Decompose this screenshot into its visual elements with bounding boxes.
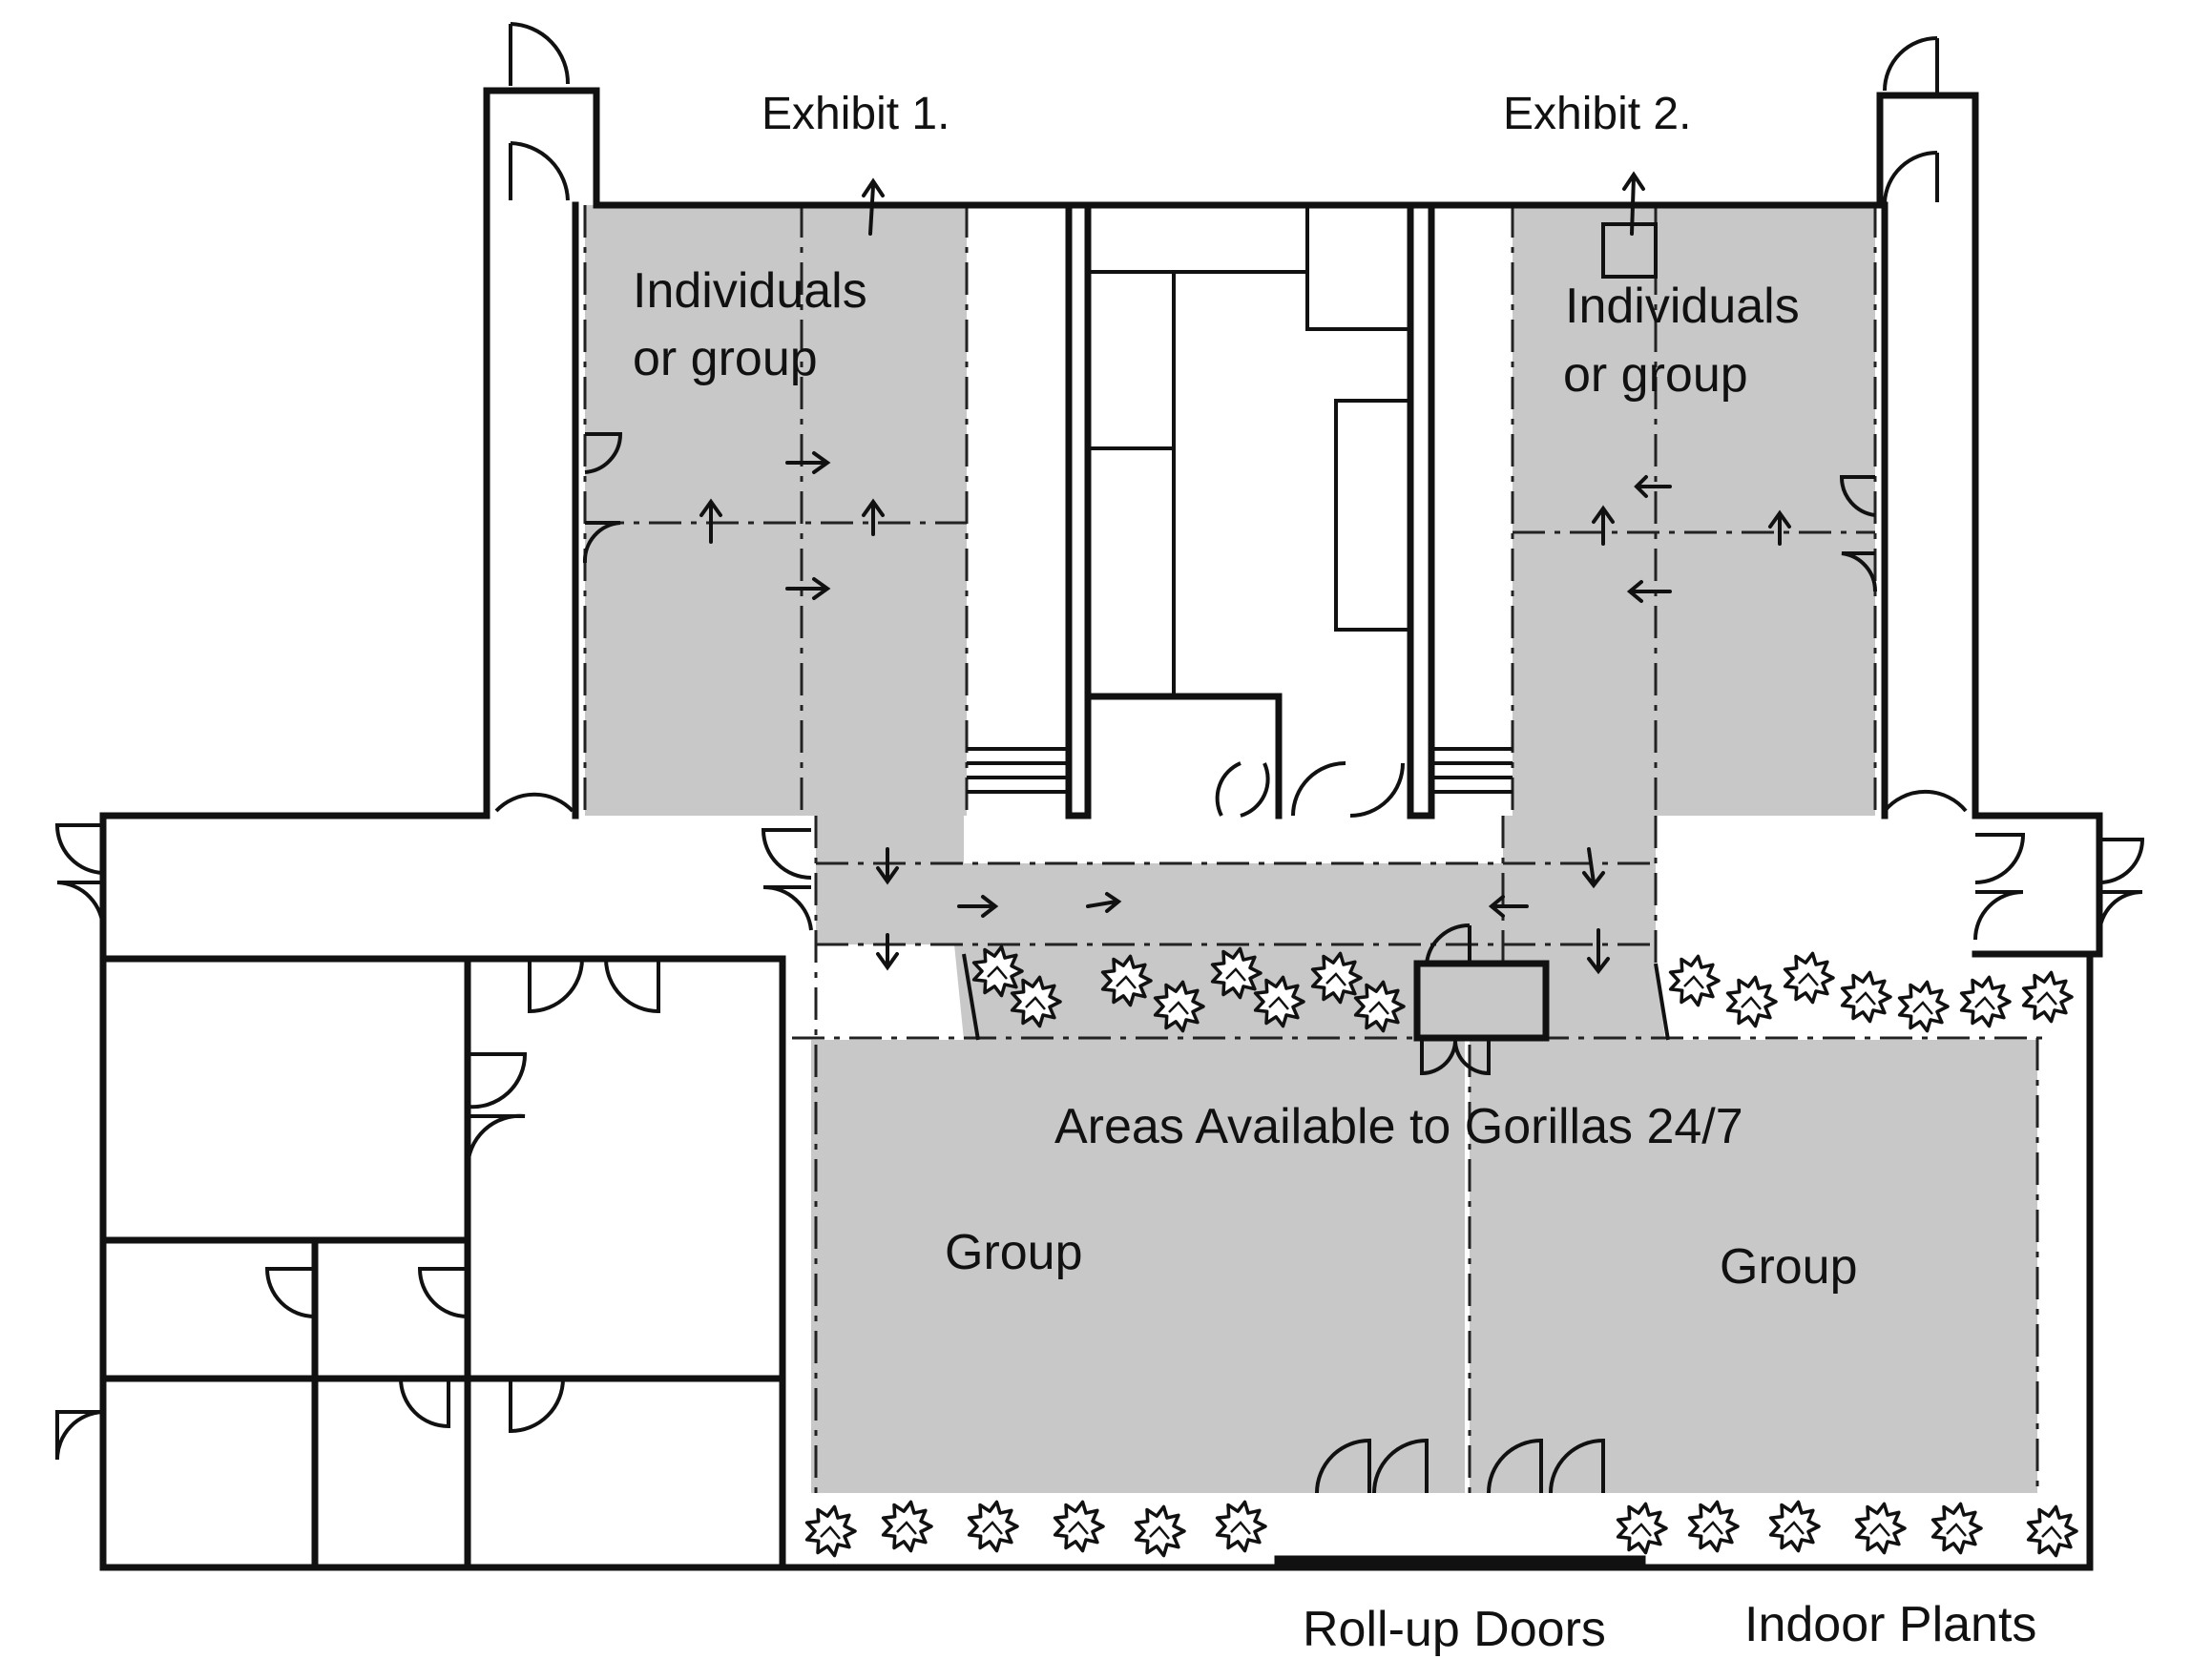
exhibit2-label: Exhibit 2. (1503, 89, 1691, 139)
plant-icon (1210, 946, 1262, 1000)
plant-vein (1869, 1523, 1890, 1537)
plant-icon (1215, 1500, 1267, 1553)
plant-icon (1153, 980, 1205, 1033)
plant-icon (1100, 954, 1153, 1007)
plant-icon (881, 1500, 933, 1553)
plant-vein (1741, 996, 1762, 1010)
exhibit2-individuals-line2: or group (1563, 347, 1748, 403)
exhibit2-individuals-line1: Individuals (1565, 279, 1800, 334)
plant-vein (987, 965, 1008, 980)
indoor-plants-label: Indoor Plants (1744, 1597, 2036, 1652)
plant-vein (1784, 1521, 1805, 1535)
plant-vein (2036, 991, 2057, 1006)
plant-icon (1854, 1502, 1907, 1555)
plant-icon (971, 944, 1024, 998)
plant-icon (1353, 980, 1406, 1033)
areas-available-label: Areas Available to Gorillas 24/7 (1054, 1099, 1743, 1154)
group-right-label: Group (1720, 1239, 1858, 1295)
plant-icon (1687, 1500, 1740, 1553)
plant-vein (1974, 996, 1995, 1010)
plant-vein (1798, 972, 1819, 986)
plant-vein (1702, 1521, 1723, 1535)
plant-vein (1068, 1521, 1089, 1535)
plant-icon (1840, 970, 1892, 1024)
plant-icon (967, 1500, 1019, 1553)
group-left-area (811, 1040, 1465, 1493)
labels: Exhibit 1. Exhibit 2. Individuals or gro… (633, 89, 2036, 1657)
plant-vein (2041, 1525, 2062, 1540)
exhibit1-individuals-line2: or group (633, 331, 818, 386)
plant-vein (896, 1521, 917, 1535)
plant-vein (982, 1521, 1003, 1535)
plant-vein (1268, 996, 1289, 1010)
exhibit1-individuals-line1: Individuals (633, 263, 867, 319)
plant-icon (804, 944, 2078, 1558)
plant-icon (1930, 1502, 1983, 1555)
plant-vein (1912, 1001, 1933, 1015)
plant-vein (1116, 975, 1137, 989)
plant-vein (1149, 1525, 1170, 1540)
exhibit1-area (585, 205, 967, 816)
plant-icon (1725, 975, 1778, 1028)
plant-icon (1616, 1502, 1668, 1555)
plant-icon (1897, 980, 1950, 1033)
gorilla-areas (585, 205, 2037, 1493)
plant-vein (1225, 967, 1246, 982)
plant-icon (2021, 970, 2074, 1024)
exhibit2-area (1513, 205, 1875, 816)
plant-vein (1855, 991, 1876, 1006)
walls (99, 87, 2103, 1571)
plant-vein (1683, 975, 1704, 989)
plant-icon (1783, 951, 1835, 1005)
plant-icon (1253, 975, 1305, 1028)
plant-vein (1631, 1523, 1652, 1537)
plant-icon (1668, 954, 1721, 1007)
corridor-area (816, 816, 1665, 1040)
plant-icon (1053, 1500, 1105, 1553)
plant-icon (1010, 975, 1062, 1028)
mesh-lines (583, 205, 2042, 1493)
plant-vein (1168, 1001, 1189, 1015)
plant-icon (1134, 1504, 1186, 1558)
plant-vein (1368, 1001, 1389, 1015)
plant-icon (1310, 951, 1363, 1005)
plant-icon (804, 1504, 857, 1558)
plant-vein (1325, 972, 1346, 986)
direction-arrow-icon (699, 171, 1791, 975)
central-details (962, 205, 1670, 1041)
rollup-doors-label: Roll-up Doors (1303, 1602, 1606, 1657)
exhibit1-label: Exhibit 1. (762, 89, 949, 139)
plant-icon (2026, 1504, 2078, 1558)
group-right-area (1470, 1040, 2037, 1493)
plant-vein (820, 1525, 841, 1540)
plant-vein (1025, 996, 1046, 1010)
group-left-label: Group (945, 1225, 1083, 1280)
plant-vein (1946, 1523, 1967, 1537)
plant-icon (1768, 1500, 1821, 1553)
plant-icon (1959, 975, 2012, 1028)
door-swing-icon (54, 22, 2145, 1494)
plant-vein (1230, 1521, 1251, 1535)
